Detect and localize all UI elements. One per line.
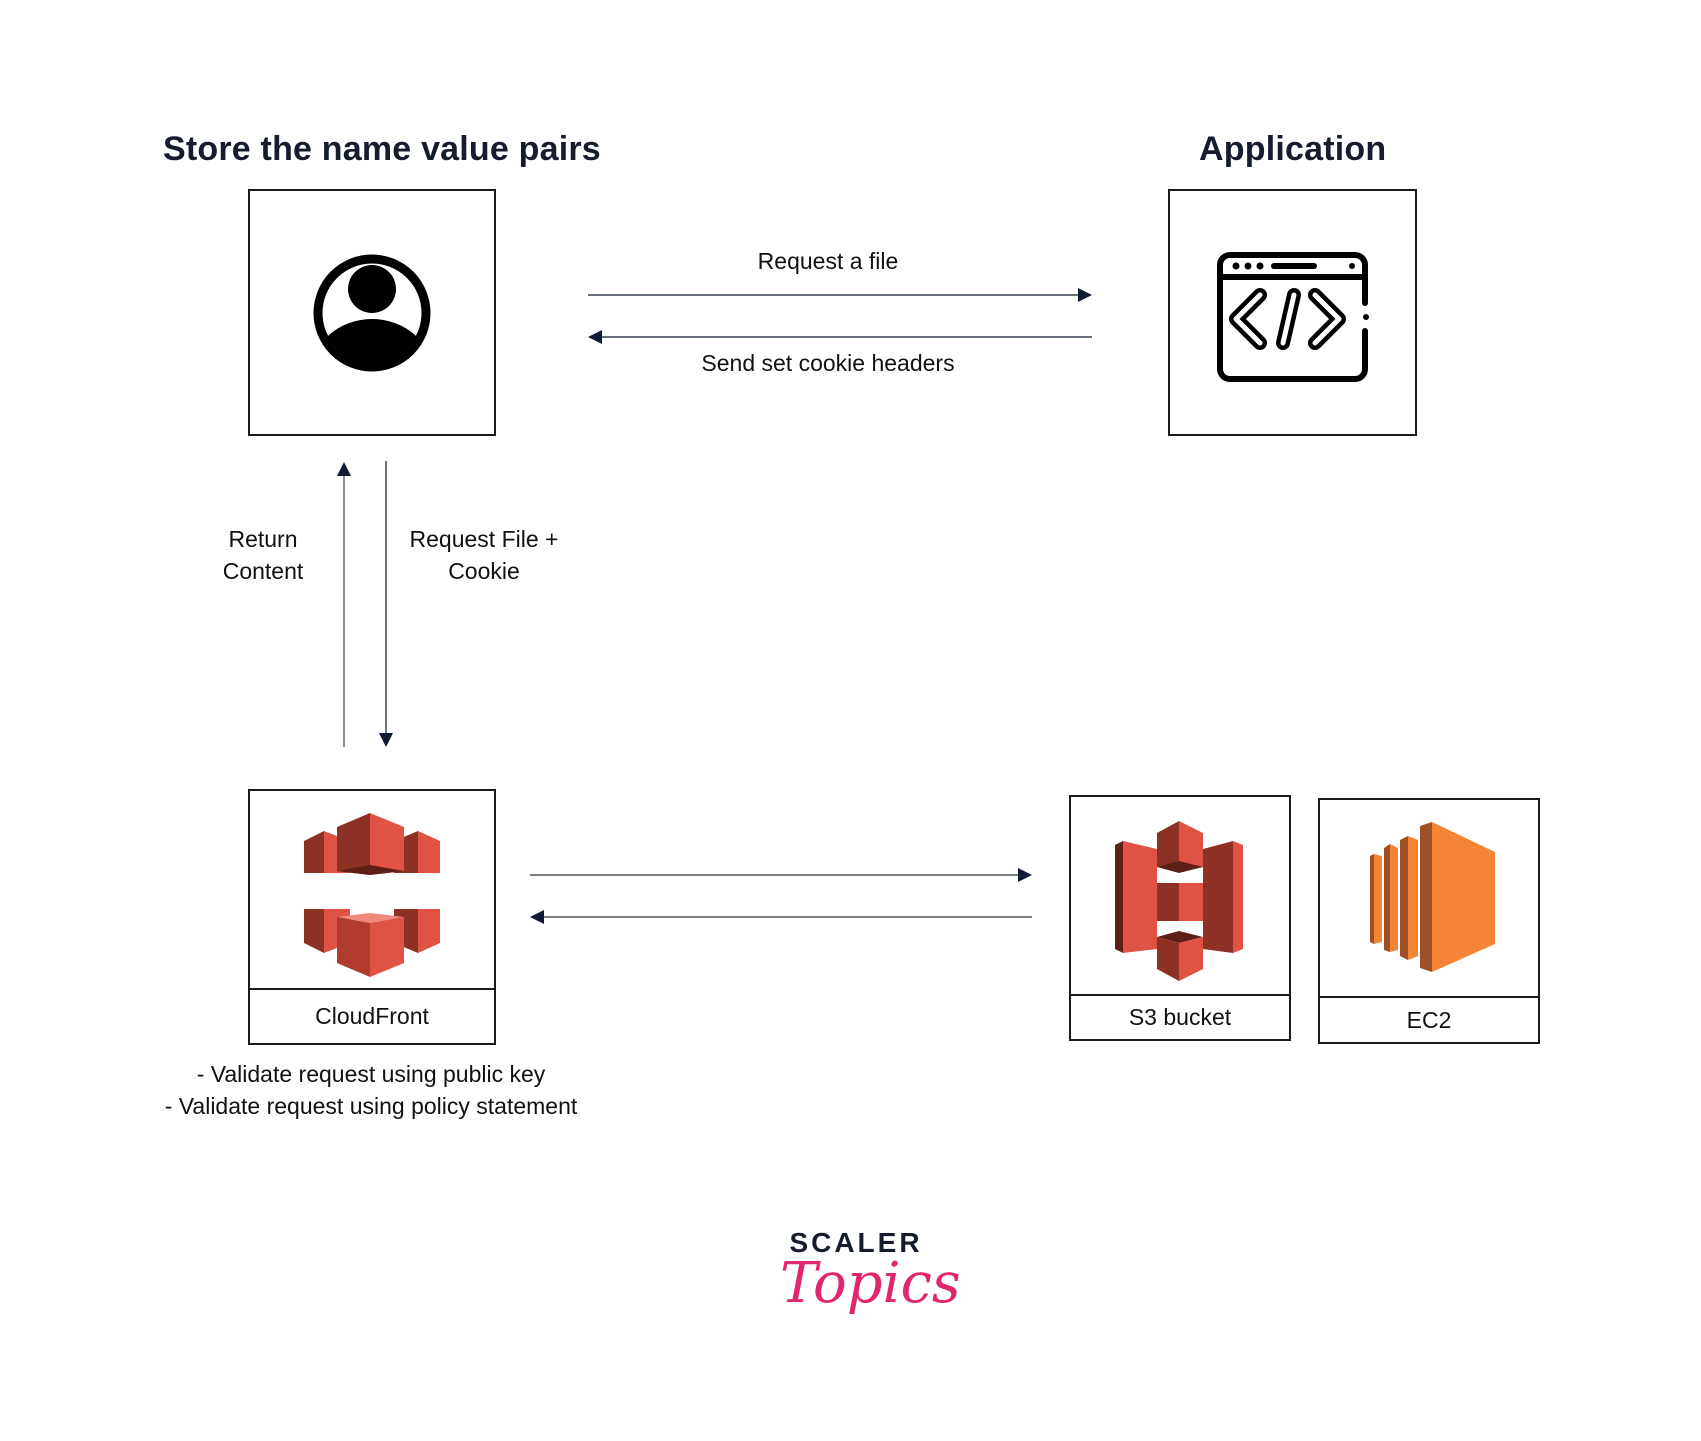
- aws-cloudfront-icon: [304, 813, 440, 977]
- arrow-request-file-cookie: [379, 461, 393, 747]
- arrow-origin-to-cloudfront: [530, 910, 1032, 924]
- aws-ec2-icon: [1370, 822, 1495, 972]
- logo-scaler-text: SCALER: [789, 1227, 923, 1258]
- return-content-label: Return Content: [222, 526, 304, 584]
- code-window-icon: [1217, 252, 1369, 382]
- request-file-label: Request a file: [757, 248, 899, 274]
- arrow-cloudfront-to-origin: [530, 868, 1032, 882]
- s3-label: S3 bucket: [1071, 994, 1289, 1039]
- aws-s3-icon: [1115, 821, 1243, 981]
- client-node[interactable]: [248, 189, 496, 436]
- logo-topics-text: Topics: [780, 1251, 961, 1316]
- note-public-key: - Validate request using public key: [196, 1061, 546, 1087]
- request-file-cookie-label: Request File + Cookie: [409, 526, 559, 584]
- ec2-node[interactable]: EC2: [1318, 798, 1540, 1044]
- scaler-topics-logo: SCALER Topics: [780, 1227, 961, 1316]
- validation-notes: - Validate request using public key - Va…: [121, 1058, 621, 1122]
- ec2-label: EC2: [1320, 996, 1538, 1042]
- arrow-send-cookie-headers: [588, 330, 1092, 344]
- application-heading: Application: [1199, 130, 1387, 168]
- arrow-request-file: [588, 288, 1092, 302]
- s3-node[interactable]: S3 bucket: [1069, 795, 1291, 1041]
- client-heading: Store the name value pairs: [163, 130, 601, 168]
- cloudfront-node[interactable]: CloudFront: [248, 789, 496, 1045]
- send-cookie-headers-label: Send set cookie headers: [701, 350, 955, 376]
- cloudfront-label: CloudFront: [250, 988, 494, 1043]
- note-policy-statement: - Validate request using policy statemen…: [164, 1093, 578, 1119]
- application-node[interactable]: [1168, 189, 1417, 436]
- user-circle-icon: [313, 254, 431, 372]
- arrow-return-content: [337, 462, 351, 747]
